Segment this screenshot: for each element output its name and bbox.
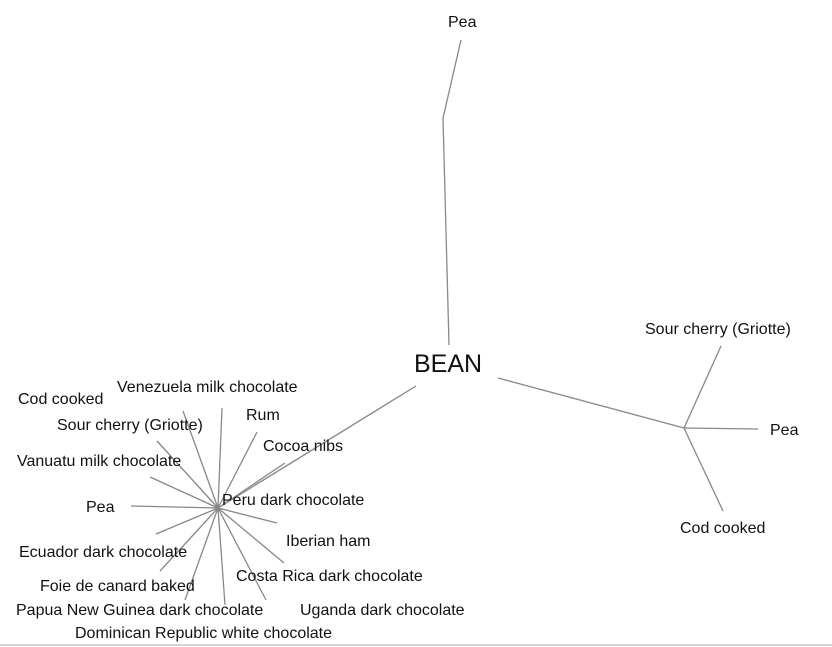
- edge: [217, 462, 286, 509]
- node-label: Costa Rica dark chocolate: [236, 568, 423, 585]
- root-label: BEAN: [414, 350, 482, 378]
- node-label: Pea: [770, 422, 799, 439]
- node-label: Iberian ham: [286, 533, 371, 550]
- node-label: Cocoa nibs: [263, 438, 343, 455]
- edge: [442, 117, 450, 346]
- edge: [217, 507, 278, 524]
- node-label: Sour cherry (Griotte): [57, 417, 203, 434]
- node-label: Rum: [246, 407, 280, 424]
- edge: [217, 431, 258, 509]
- edge: [442, 39, 462, 119]
- edge: [217, 407, 223, 509]
- node-label: Cod cooked: [680, 520, 765, 537]
- edge: [683, 345, 722, 429]
- edge: [683, 427, 759, 430]
- edge: [182, 410, 219, 509]
- edge: [155, 507, 219, 535]
- edge: [497, 377, 685, 429]
- edge: [130, 505, 219, 509]
- edge: [217, 507, 226, 606]
- node-label: Pea: [448, 14, 477, 31]
- edge: [156, 440, 219, 509]
- node-label: Peru dark chocolate: [222, 492, 364, 509]
- node-label: Cod cooked: [18, 391, 103, 408]
- edge: [149, 476, 219, 509]
- node-label: Dominican Republic white chocolate: [75, 625, 332, 642]
- node-label: Pea: [86, 499, 115, 516]
- node-label: Papua New Guinea dark chocolate: [16, 602, 263, 619]
- node-label: Venezuela milk chocolate: [117, 379, 298, 396]
- edge: [184, 507, 219, 601]
- node-label: Ecuador dark chocolate: [19, 544, 187, 561]
- edge: [217, 385, 417, 509]
- edge: [683, 427, 724, 512]
- node-label: Foie de canard baked: [40, 578, 195, 595]
- node-label: Vanuatu milk chocolate: [17, 453, 181, 470]
- edge: [217, 507, 267, 601]
- edge: [217, 507, 285, 564]
- edge: [159, 507, 219, 572]
- node-label: Sour cherry (Griotte): [645, 321, 791, 338]
- node-label: Uganda dark chocolate: [300, 602, 465, 619]
